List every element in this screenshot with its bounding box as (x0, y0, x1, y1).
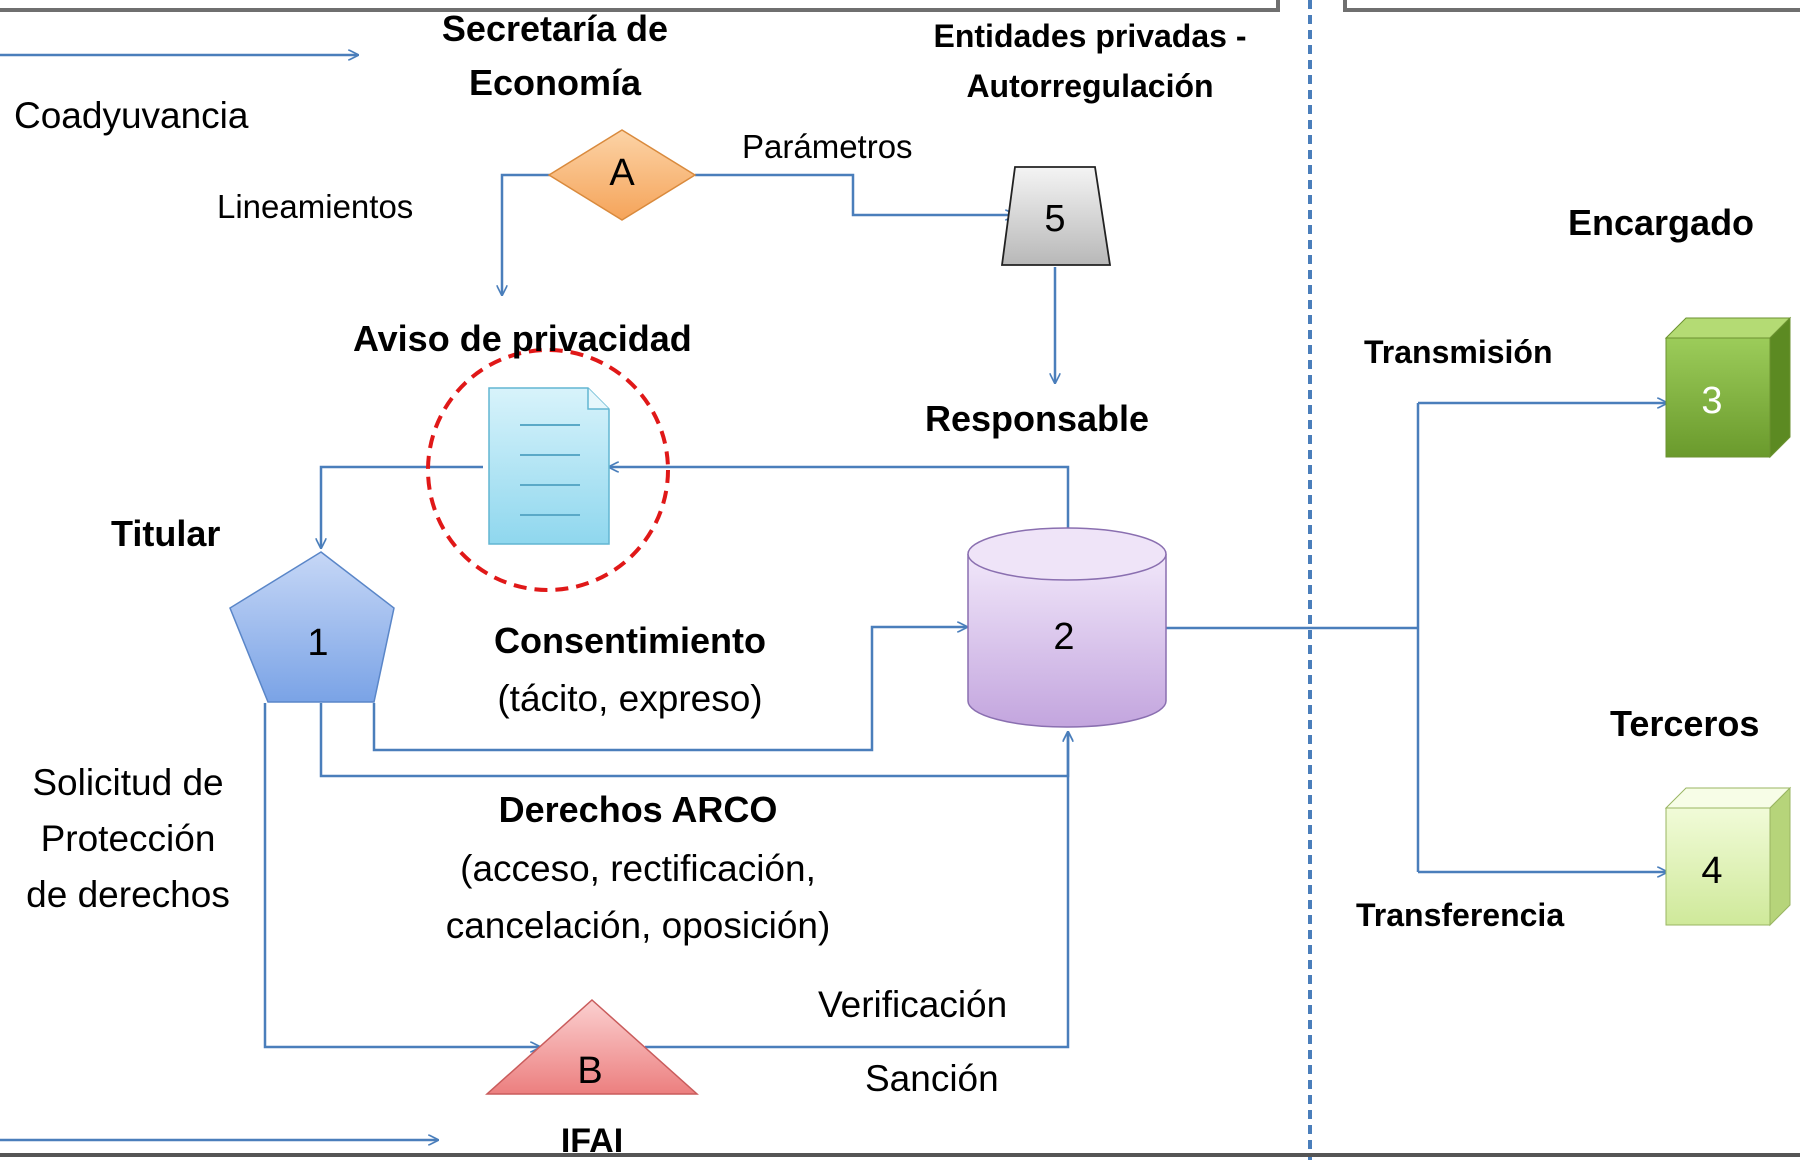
terceros-cube-shape (1664, 786, 1792, 927)
consentimiento-label: Consentimiento (493, 620, 766, 661)
node-a-label: A (609, 152, 635, 194)
secretaria-diamond-shape (547, 129, 697, 221)
node-4-label: 4 (1701, 850, 1723, 892)
aviso-highlight-circle (426, 348, 670, 592)
node-2-label: 2 (1053, 616, 1075, 658)
aviso-to-titular-arrow (321, 465, 483, 548)
solicitud-label-1: Solicitud de (32, 762, 224, 803)
solicitud-proteccion-arrow (263, 703, 540, 1047)
sancion-label: Sanción (865, 1058, 999, 1099)
responsable-to-aviso-arrow (609, 467, 1070, 530)
consentimiento-detail: (tácito, expreso) (497, 678, 763, 719)
entidades-label-line1: Entidades privadas - (933, 18, 1247, 54)
node-5-label: 5 (1044, 198, 1066, 240)
ifai-label: IFAI (560, 1122, 624, 1160)
lineamientos-arrow (502, 173, 550, 295)
derechos-arco-detail-1: (acceso, rectificación, (460, 848, 816, 889)
responsable-database-cylinder (967, 527, 1167, 728)
top-left-border (0, 0, 1280, 12)
ifai-triangle-shape (485, 998, 699, 1095)
autorregulacion-trapezoid-shape (1000, 166, 1112, 266)
transmision-label: Transmisión (1364, 334, 1553, 370)
aviso-privacidad-label: Aviso de privacidad (353, 318, 692, 359)
top-right-border (1343, 0, 1800, 12)
parametros-arrow (695, 173, 1015, 215)
secretaria-label-line2: Economía (468, 62, 642, 103)
derechos-arco-label: Derechos ARCO (498, 789, 778, 830)
derechos-arco-detail-2: cancelación, oposición) (445, 905, 831, 946)
node-3-label: 3 (1701, 380, 1723, 422)
encargado-cube-shape (1664, 316, 1792, 459)
transferencia-label: Transferencia (1356, 897, 1565, 933)
connectors (0, 55, 1667, 1140)
lineamientos-label: Lineamientos (217, 188, 414, 225)
solicitud-label-2: Protección (40, 818, 216, 859)
titular-pentagon-shape (229, 551, 395, 703)
verificacion-label: Verificación (818, 984, 1008, 1025)
titular-label: Titular (111, 513, 221, 554)
entidades-label-line2: Autorregulación (966, 68, 1214, 104)
verificacion-arrow (645, 732, 1068, 1049)
encargado-label: Encargado (1568, 202, 1755, 243)
terceros-label: Terceros (1610, 703, 1760, 744)
aviso-document-icon (488, 387, 610, 545)
responsable-label: Responsable (925, 398, 1150, 439)
secretaria-label-line1: Secretaría de (441, 8, 669, 49)
consentimiento-arrow (372, 627, 967, 752)
node-1-label: 1 (307, 622, 329, 664)
node-b-label: B (577, 1050, 603, 1092)
solicitud-label-3: de derechos (26, 874, 230, 915)
legend-coadyuvancia-label: Coadyuvancia (14, 95, 249, 136)
parametros-label: Parámetros (742, 128, 913, 165)
